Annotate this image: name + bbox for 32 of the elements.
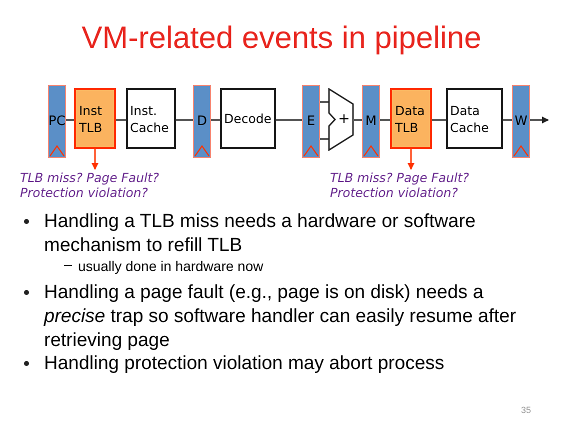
connector-line (354, 119, 362, 121)
bullet-text: Handling protection violation may abort process (44, 352, 446, 376)
process-box: Decode (220, 88, 276, 149)
leader-arrow (92, 149, 98, 170)
bullet-text: Handling a TLB miss needs a hardware or software mechanism to refill TLB (44, 210, 477, 258)
connector-line (176, 119, 193, 121)
pipeline-register: M (362, 85, 380, 158)
pipeline-register: E (302, 85, 320, 158)
bullet-text: Handling a page fault (e.g., page is on disk) needs a precise trap so software handler can easily resume after retrieving page (44, 281, 518, 352)
note-text: TLB miss? Page Fault? Protection violation? (20, 170, 220, 204)
connector-line (116, 119, 126, 121)
process-box: Inst. Cache (126, 88, 176, 149)
connector-line (380, 119, 390, 121)
pipeline-register: PC (48, 85, 66, 158)
pipeline-register: W (512, 85, 530, 158)
pipeline-register: D (193, 85, 211, 158)
page-number: 35 (520, 405, 531, 415)
adder-symbol: + (328, 88, 354, 151)
connector-line (319, 101, 330, 140)
process-box: Data Cache (446, 88, 503, 149)
leader-arrow (408, 149, 414, 170)
tlb-box: Data TLB (390, 88, 432, 149)
connector-line (66, 119, 74, 121)
connector-line (530, 116, 549, 124)
connector-line (432, 119, 446, 121)
connector-line (276, 119, 302, 121)
note-text: TLB miss? Page Fault? Protection violation? (330, 170, 530, 204)
connector-line (503, 119, 512, 121)
connector-line (211, 119, 220, 121)
slide-title: VM-related events in pipeline (80, 20, 482, 56)
sub-bullet-text: usually done in hardware now (78, 258, 264, 276)
tlb-box: Inst TLB (74, 88, 116, 149)
